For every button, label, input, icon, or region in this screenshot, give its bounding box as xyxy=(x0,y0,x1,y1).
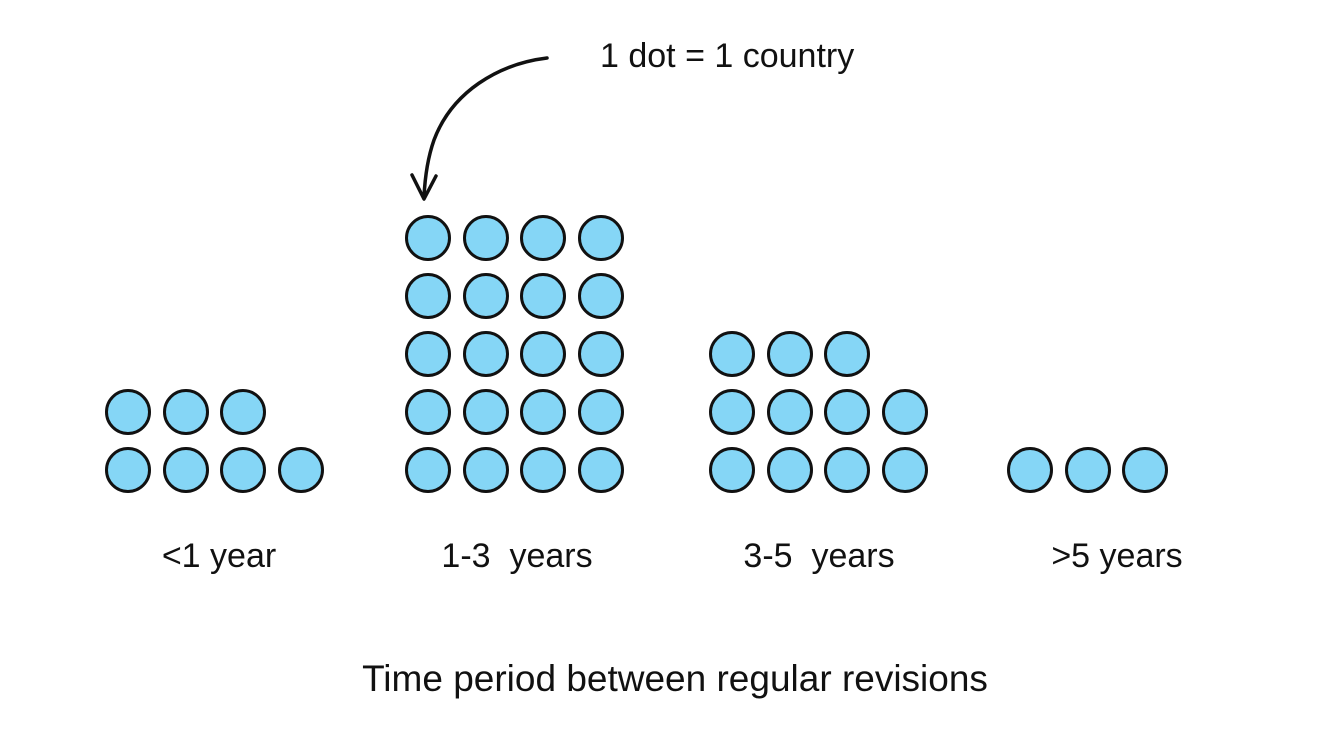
dot xyxy=(577,215,624,261)
dot xyxy=(405,273,451,319)
dot xyxy=(462,215,509,261)
dot xyxy=(824,389,870,435)
dot xyxy=(1007,447,1053,493)
dot xyxy=(577,331,624,377)
category-label: >5 years xyxy=(1051,537,1183,575)
dot xyxy=(577,273,624,319)
dot xyxy=(405,331,451,377)
dot xyxy=(577,447,624,493)
dot xyxy=(766,331,813,377)
dot xyxy=(709,331,755,377)
dot xyxy=(824,331,870,377)
dot xyxy=(520,389,566,435)
dot xyxy=(709,447,755,493)
dot xyxy=(520,273,566,319)
dot xyxy=(405,447,451,493)
dot xyxy=(405,389,451,435)
dot xyxy=(462,389,509,435)
dot xyxy=(709,389,755,435)
dot xyxy=(1122,447,1168,493)
dot xyxy=(220,447,266,493)
dot xyxy=(462,331,509,377)
dot xyxy=(405,215,451,261)
dot xyxy=(520,331,566,377)
category-label: 1-3 years xyxy=(441,537,593,575)
dot xyxy=(520,215,566,261)
dot xyxy=(824,447,870,493)
x-axis-title: Time period between regular revisions xyxy=(362,658,988,699)
dot xyxy=(462,273,509,319)
dot xyxy=(881,447,928,493)
dot xyxy=(881,389,928,435)
dot xyxy=(520,447,566,493)
dot xyxy=(766,447,813,493)
category-label: <1 year xyxy=(161,537,277,575)
dot xyxy=(462,447,509,493)
dot xyxy=(766,389,813,435)
dot xyxy=(105,447,151,493)
dot xyxy=(577,389,624,435)
dot xyxy=(105,389,151,435)
legend-annotation: 1 dot = 1 country xyxy=(600,37,855,75)
category-label: 3-5 years xyxy=(743,537,895,575)
dot xyxy=(1064,447,1111,493)
dot xyxy=(220,389,266,435)
dot xyxy=(277,447,324,493)
dot xyxy=(162,389,209,435)
dot xyxy=(162,447,209,493)
